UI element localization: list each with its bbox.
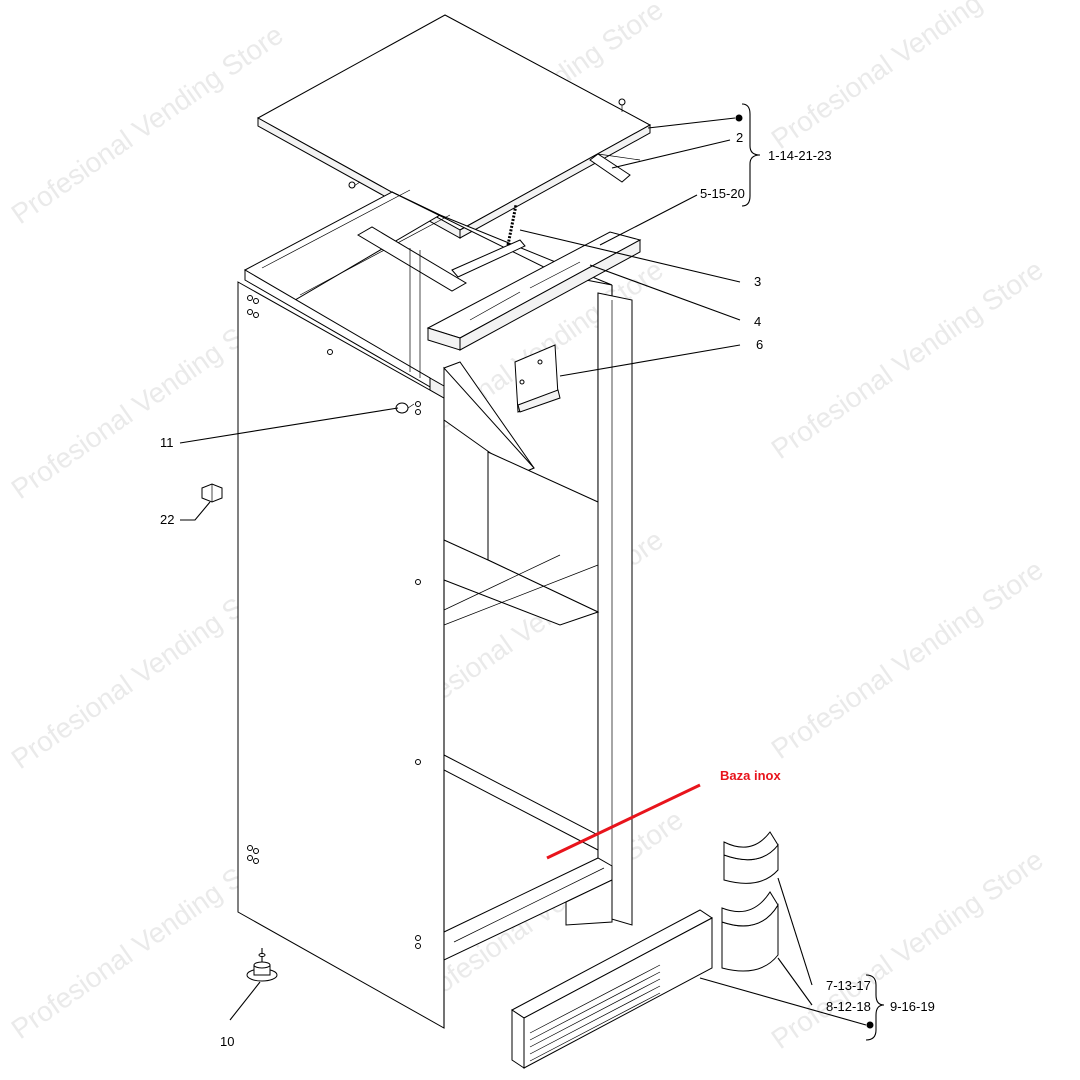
callout-7-13-17: 7-13-17: [826, 978, 871, 993]
callout-6: 6: [756, 337, 763, 352]
watermark: Profesional Vending Store: [766, 844, 1049, 1055]
cabinet-interior: [409, 248, 633, 961]
callout-22: 22: [160, 512, 174, 527]
callout-11: 11: [160, 435, 174, 450]
left-side-panel: [237, 281, 445, 1029]
callout-10: 10: [220, 1034, 234, 1049]
callout-4: 4: [754, 314, 761, 329]
corner-cover-part: [723, 831, 779, 884]
callout-8-12-18: 8-12-18: [826, 999, 871, 1014]
callout-3: 3: [754, 274, 761, 289]
screw-icon: [618, 98, 626, 112]
hinge-rail-part: [589, 153, 641, 183]
leader-lines: [179, 103, 885, 1041]
callout-2: 2: [736, 130, 743, 145]
top-frame-part: [243, 189, 613, 389]
callout-labels: 2 1-14-21-23 5-15-20 3 4 6 11 22 10 7-13…: [160, 130, 935, 1049]
watermark: Profesional Vending Store: [766, 554, 1049, 765]
annotation-label: Baza inox: [720, 768, 781, 783]
adjustable-foot-part: [246, 948, 278, 982]
bracket-part: [514, 344, 561, 413]
watermark: Profesional Vending Store: [766, 254, 1049, 465]
callout-9-16-19: 9-16-19: [890, 999, 935, 1014]
base-plinth-part: [511, 909, 713, 1069]
annotation-leader: [546, 783, 701, 860]
corner-cover-part: [721, 891, 779, 972]
screw-icon: [348, 181, 361, 189]
clip-part: [201, 483, 223, 503]
watermark: Profesional Vending Store: [6, 19, 289, 230]
guide-rail-part: [426, 231, 642, 351]
watermark: Profesional Vending Store: [766, 0, 1049, 155]
callout-1-14-21-23: 1-14-21-23: [768, 148, 832, 163]
callout-5-15-20: 5-15-20: [700, 186, 745, 201]
